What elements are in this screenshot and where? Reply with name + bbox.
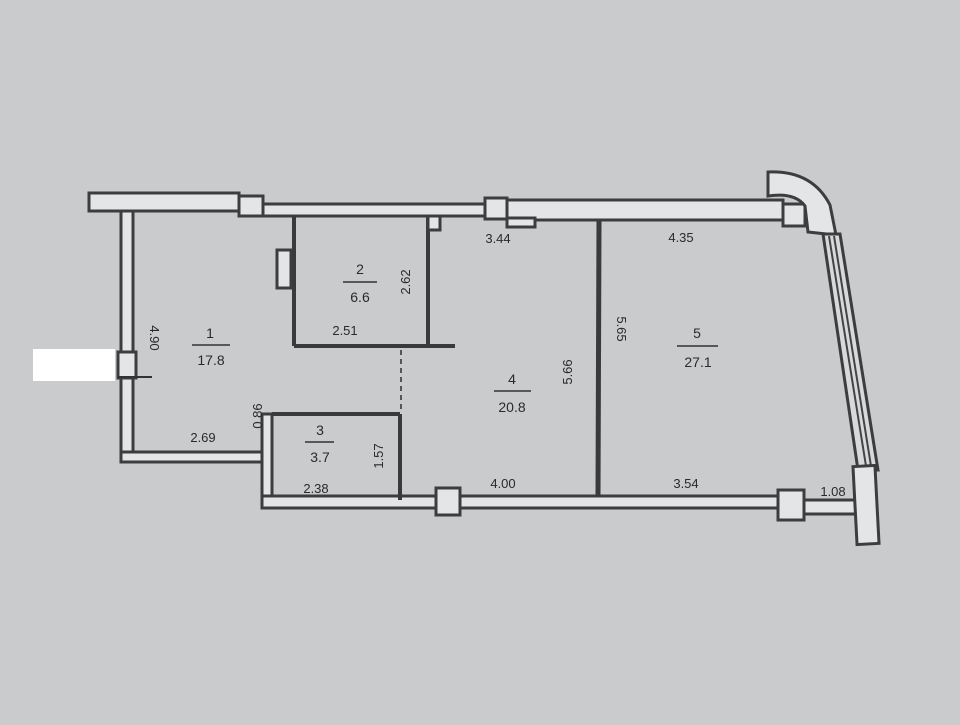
dim-r2-height: 2.62 — [398, 269, 413, 294]
dim-r1-notch: 0.86 — [250, 403, 265, 428]
room-4-label: 4 20.8 — [494, 371, 531, 415]
room-3-label: 3 3.7 — [305, 422, 334, 465]
dim-r1-bottom: 2.69 — [190, 430, 215, 445]
dim-r5-top: 4.35 — [668, 230, 693, 245]
room-5-label: 5 27.1 — [677, 325, 718, 370]
dim-r4-top: 3.44 — [485, 231, 510, 246]
room-number: 3 — [316, 422, 324, 438]
top-wall — [87, 191, 807, 228]
dim-r4-bottom: 4.00 — [490, 476, 515, 491]
dim-r5-height: 5.65 — [614, 316, 629, 341]
dim-r3-width: 2.38 — [303, 481, 328, 496]
dim-r2-width: 2.51 — [332, 323, 357, 338]
balcony-wall — [766, 170, 881, 547]
room-2-label: 2 6.6 — [343, 261, 377, 305]
room-number: 4 — [508, 371, 516, 387]
bottom-wall — [260, 486, 864, 522]
room-area: 3.7 — [310, 449, 330, 465]
room-number: 2 — [356, 261, 364, 277]
room-1-label: 1 17.8 — [192, 325, 230, 368]
dim-r3-height: 1.57 — [371, 443, 386, 468]
room-number: 5 — [693, 325, 701, 341]
dim-r5-bottom: 3.54 — [673, 476, 698, 491]
white-label-mark — [33, 349, 115, 381]
room-area: 6.6 — [350, 289, 370, 305]
dim-r4-height: 5.66 — [560, 359, 575, 384]
interior-walls — [272, 214, 602, 500]
dimensions: 4.90 2.69 0.86 2.51 2.62 2.38 1.57 3.44 … — [147, 230, 846, 499]
dim-r1-height: 4.90 — [147, 325, 162, 350]
room-area: 27.1 — [684, 354, 711, 370]
room-area: 17.8 — [197, 352, 224, 368]
left-wall — [116, 209, 152, 463]
dim-balcony: 1.08 — [820, 484, 845, 499]
room-area: 20.8 — [498, 399, 525, 415]
room-number: 1 — [206, 325, 214, 341]
